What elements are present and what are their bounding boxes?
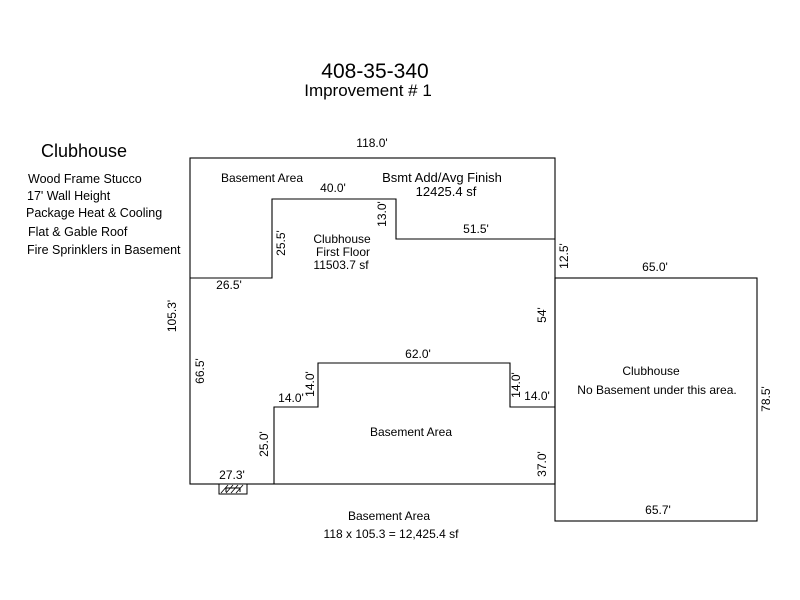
note-item: Wood Frame Stucco <box>28 172 142 186</box>
dim-left-step-v: 25.5' <box>274 230 288 256</box>
first-floor-area: 11503.7 sf <box>313 258 369 272</box>
lower-basement-boundary <box>273 362 555 484</box>
dim-lower-right-h: 14.0' <box>524 389 550 403</box>
clubhouse-label: Clubhouse <box>313 232 371 246</box>
bsmt-finish-label: Bsmt Add/Avg Finish <box>382 170 502 185</box>
dim-annex-right: 78.5' <box>759 386 773 412</box>
door-icon <box>218 483 248 495</box>
parcel-number: 408-35-340 <box>321 60 428 83</box>
dim-left-height: 105.3' <box>165 300 179 332</box>
dim-lower-left-v: 14.0' <box>303 371 317 397</box>
basement-area-top-label: Basement Area <box>221 171 303 185</box>
notes-title: Clubhouse <box>41 141 127 161</box>
improvement-label: Improvement # 1 <box>304 81 432 100</box>
dim-lower-top: 62.0' <box>405 347 431 361</box>
annex-no-basement-note: No Basement under this area. <box>577 383 736 397</box>
note-item: Fire Sprinklers in Basement <box>27 243 181 257</box>
dim-left-step-h: 26.5' <box>216 278 242 292</box>
first-floor-label: First Floor <box>316 245 370 259</box>
note-item: Package Heat & Cooling <box>26 206 162 220</box>
dim-lower-right-v: 14.0' <box>509 372 523 398</box>
note-item: 17' Wall Height <box>27 189 111 203</box>
note-item: Flat & Gable Roof <box>28 225 128 239</box>
dim-inner-left-v: 66.5' <box>193 358 207 384</box>
basement-area-bottom-label: Basement Area <box>348 509 430 523</box>
dim-right-step-v: 12.5' <box>557 243 571 269</box>
dim-right-mid: 54' <box>535 307 549 323</box>
dim-annex-bottom: 65.7' <box>645 503 671 517</box>
dim-lower-left-h: 14.0' <box>278 391 304 405</box>
dim-annex-top: 65.0' <box>642 260 668 274</box>
dim-right-lower-v: 37.0' <box>535 451 549 477</box>
dim-right-top-seg: 51.5' <box>463 222 489 236</box>
dim-top-width: 118.0' <box>356 136 387 150</box>
dim-notch-h: 13.0' <box>375 201 389 227</box>
bsmt-finish-area: 12425.4 sf <box>416 184 477 199</box>
first-floor-upper-boundary <box>190 198 555 279</box>
dim-inner-top: 40.0' <box>320 181 346 195</box>
annex-clubhouse-label: Clubhouse <box>622 364 680 378</box>
basement-area-center-label: Basement Area <box>370 425 452 439</box>
dim-lower-side-v: 25.0' <box>257 431 271 457</box>
dim-bottom-left: 27.3' <box>219 468 245 482</box>
basement-area-formula: 118 x 105.3 = 12,425.4 sf <box>324 527 460 541</box>
annex-outline <box>554 277 758 522</box>
